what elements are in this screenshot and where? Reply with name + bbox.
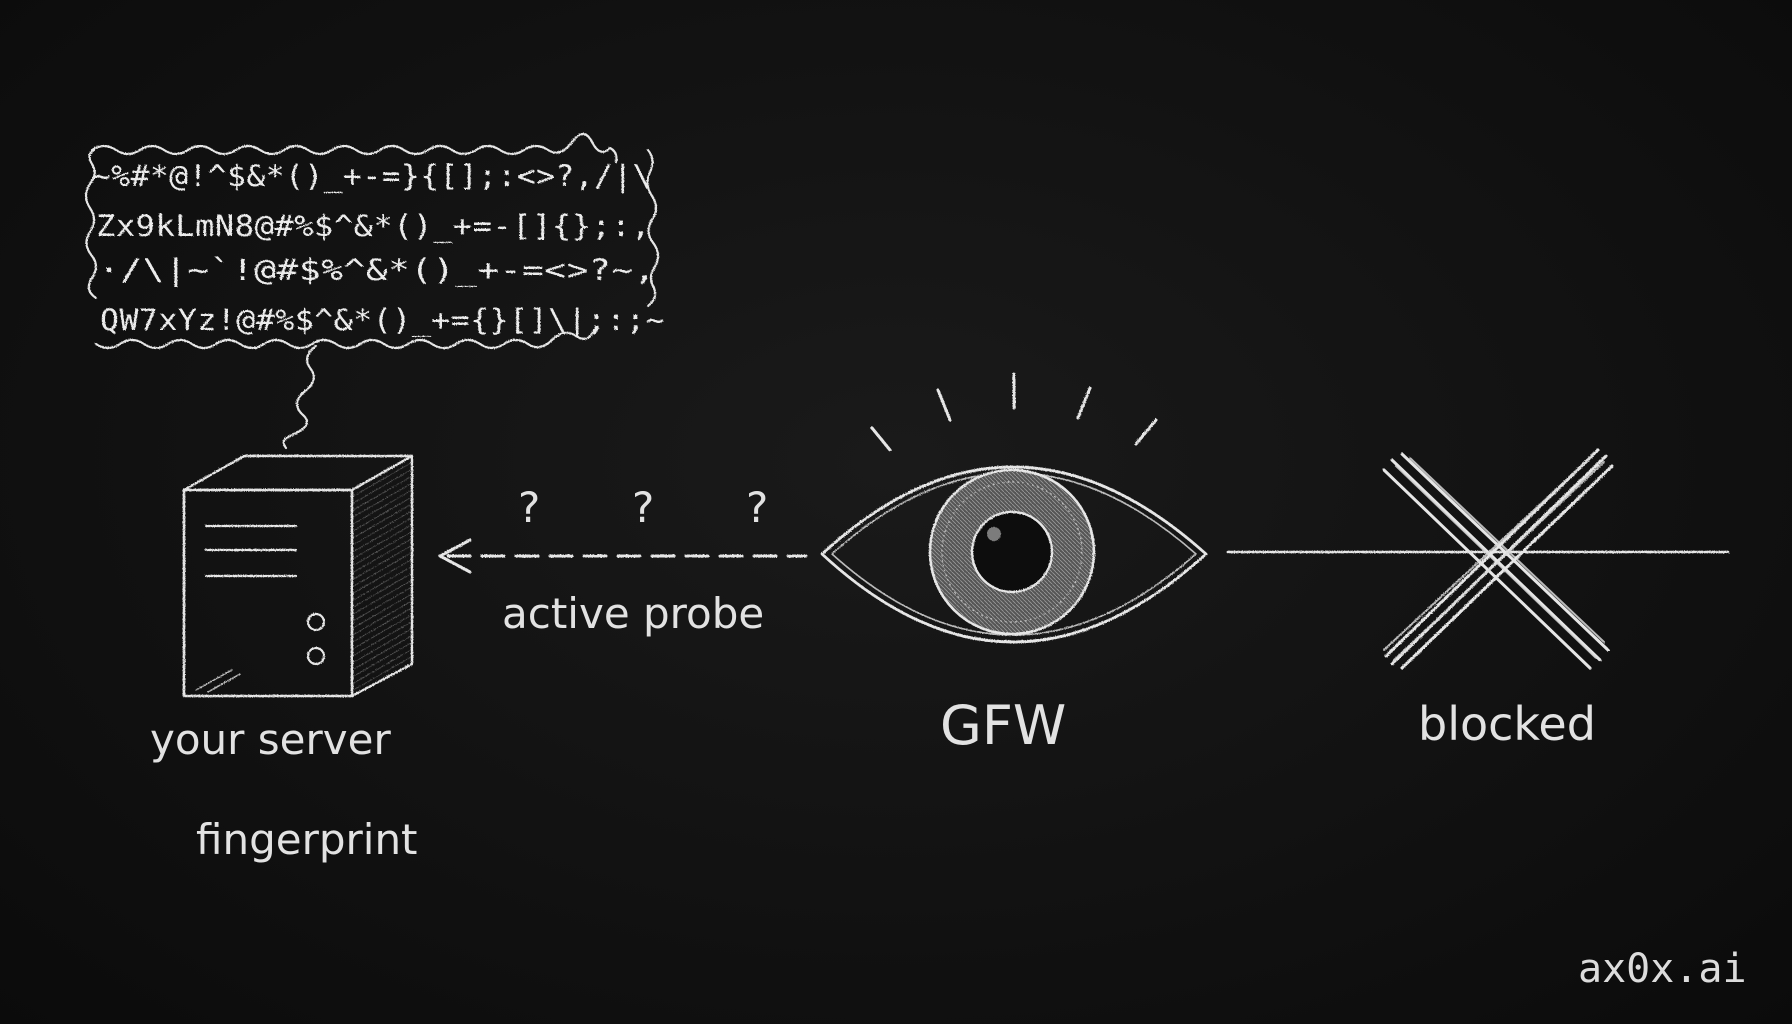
garbled-line: ·/\|~`!@#$%^&*()_+-=<>?~, bbox=[98, 253, 656, 288]
server-icon bbox=[182, 454, 414, 698]
question-marks: ? ? ? bbox=[518, 483, 768, 532]
blocked-label: blocked bbox=[1418, 697, 1596, 751]
garbled-line: Zx9kLmN8@#%$^&*()_+=-[]{};:, bbox=[96, 209, 651, 244]
question-mark: ? bbox=[632, 483, 654, 532]
blocked-connection bbox=[1226, 448, 1730, 670]
garbled-text-block: ~%#*@!^$&*()_+-=}{[];:<>?,/|\ Zx9kLmN8@#… bbox=[92, 159, 665, 338]
garbled-line: QW7xYz!@#%$^&*()_+={}[]\|;:;~ bbox=[100, 303, 665, 338]
probe-arrow bbox=[438, 538, 808, 574]
cross-icon bbox=[1382, 448, 1614, 670]
bubble-tail bbox=[282, 344, 318, 450]
arrow-left-icon bbox=[438, 538, 472, 574]
garbled-line: ~%#*@!^$&*()_+-=}{[];:<>?,/|\ bbox=[92, 159, 652, 194]
question-mark: ? bbox=[518, 483, 540, 532]
question-mark: ? bbox=[746, 483, 768, 532]
watermark: ax0x.ai bbox=[1578, 946, 1747, 992]
garbled-bubble: ~%#*@!^$&*()_+-=}{[];:<>?,/|\ Zx9kLmN8@#… bbox=[84, 132, 665, 450]
speech-bubble-icon bbox=[84, 132, 660, 350]
fingerprint-label: fingerprint bbox=[196, 815, 418, 864]
probe-label: active probe bbox=[502, 589, 764, 638]
eye-icon bbox=[820, 372, 1208, 644]
gfw-label: GFW bbox=[940, 694, 1066, 757]
server-label: your server bbox=[150, 715, 391, 764]
